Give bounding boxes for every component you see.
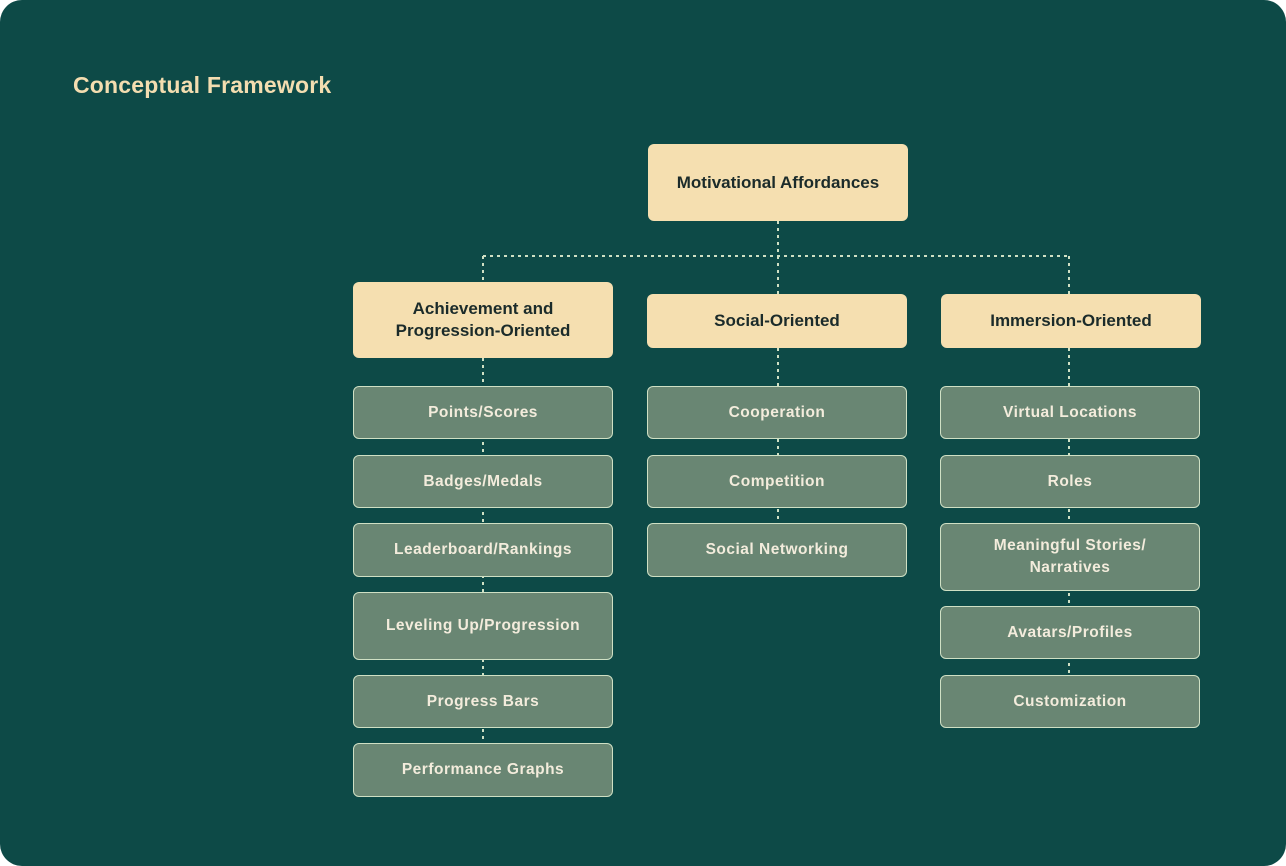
leaf-label: Performance Graphs xyxy=(401,761,565,778)
leaf-node: Roles xyxy=(940,455,1200,508)
leaf-node: Badges/Medals xyxy=(353,455,613,508)
leaf-label: Cooperation xyxy=(728,403,826,421)
leaf-label: Meaningful Stories/ Narratives xyxy=(993,537,1147,576)
leaf-label: Badges/Medals xyxy=(423,472,543,490)
leaf-node: Points/Scores xyxy=(353,386,613,439)
leaf-label: Progress Bars xyxy=(426,692,540,710)
root-node-label: Motivational Affordances xyxy=(676,172,880,192)
category-label: Social-Oriented xyxy=(714,311,840,330)
category-achievement: Achievement and Progression-Oriented xyxy=(353,282,613,358)
leaf-node: Virtual Locations xyxy=(940,386,1200,439)
leaf-node: Competition xyxy=(647,455,907,508)
leaf-node: Leaderboard/Rankings xyxy=(353,523,613,577)
leaf-label: Social Networking xyxy=(705,541,849,558)
leaf-label: Avatars/Profiles xyxy=(1007,623,1133,641)
root-node: Motivational Affordances xyxy=(648,144,908,221)
leaf-node: Avatars/Profiles xyxy=(940,606,1200,659)
leaf-label: Virtual Locations xyxy=(1003,403,1137,421)
page-title: Conceptual Framework xyxy=(73,72,332,98)
leaf-node: Cooperation xyxy=(647,386,907,439)
leaf-label: Competition xyxy=(729,472,825,490)
leaf-label: Roles xyxy=(1047,472,1093,490)
leaf-label: Points/Scores xyxy=(428,403,538,421)
leaf-label: Leaderboard/Rankings xyxy=(394,541,572,558)
leaf-node: Meaningful Stories/ Narratives xyxy=(940,523,1200,591)
leaf-node: Leveling Up/Progression xyxy=(353,592,613,660)
category-label: Achievement and Progression-Oriented xyxy=(395,299,571,340)
leaf-node: Performance Graphs xyxy=(353,743,613,797)
leaf-node: Social Networking xyxy=(647,523,907,577)
leaf-node: Customization xyxy=(940,675,1200,728)
category-immersion: Immersion-Oriented xyxy=(941,294,1201,348)
category-social: Social-Oriented xyxy=(647,294,907,348)
leaf-node: Progress Bars xyxy=(353,675,613,728)
category-label: Immersion-Oriented xyxy=(990,311,1152,330)
leaf-label: Leveling Up/Progression xyxy=(385,617,581,634)
leaf-label: Customization xyxy=(1013,692,1127,710)
